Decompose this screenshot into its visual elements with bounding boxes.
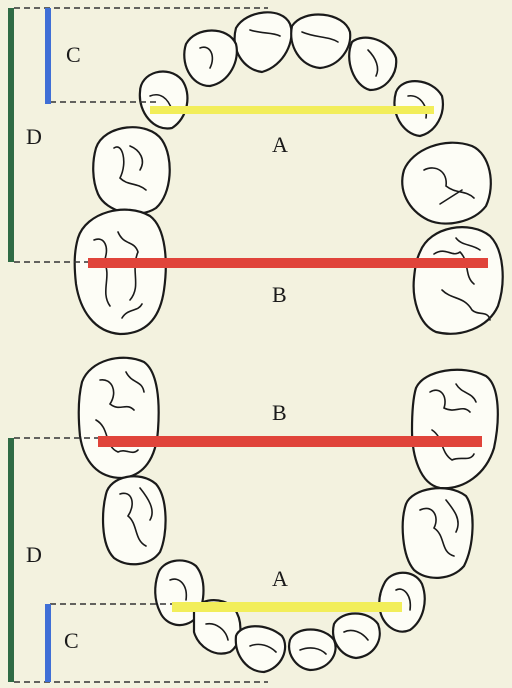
upper-D-bar xyxy=(8,8,14,262)
lower-label-B: B xyxy=(272,400,287,425)
upper-lateral-incisor-right xyxy=(349,38,396,90)
lower-C-bar xyxy=(45,604,51,682)
lower-central-incisor-right xyxy=(289,630,335,671)
lower-premolar-right xyxy=(403,488,473,578)
upper-premolar-left xyxy=(93,127,170,214)
lower-arch xyxy=(79,358,498,672)
lower-lateral-incisor-right xyxy=(333,614,380,659)
lower-D-bar xyxy=(8,438,14,682)
lower-molar-right xyxy=(412,370,498,488)
upper-label-D: D xyxy=(26,124,42,149)
upper-label-B: B xyxy=(272,282,287,307)
upper-label-A: A xyxy=(272,132,288,157)
upper-C-bar xyxy=(45,8,51,104)
upper-arch xyxy=(75,12,503,334)
lower-label-A: A xyxy=(272,566,288,591)
lower-label-C: C xyxy=(64,628,79,653)
lower-molar-left xyxy=(79,358,159,478)
upper-central-incisor-left xyxy=(235,12,292,72)
upper-central-incisor-right xyxy=(291,15,350,68)
upper-A-line xyxy=(150,106,434,114)
lower-label-D: D xyxy=(26,542,42,567)
upper-molar-left xyxy=(75,210,166,334)
upper-label-C: C xyxy=(66,42,81,67)
lower-central-incisor-left xyxy=(236,626,285,672)
upper-B-line xyxy=(88,258,488,268)
lower-premolar-left xyxy=(103,476,166,564)
lower-A-line xyxy=(172,602,402,612)
upper-canine-left xyxy=(140,71,188,128)
upper-lateral-incisor-left xyxy=(184,31,237,87)
lower-B-line xyxy=(98,436,482,447)
